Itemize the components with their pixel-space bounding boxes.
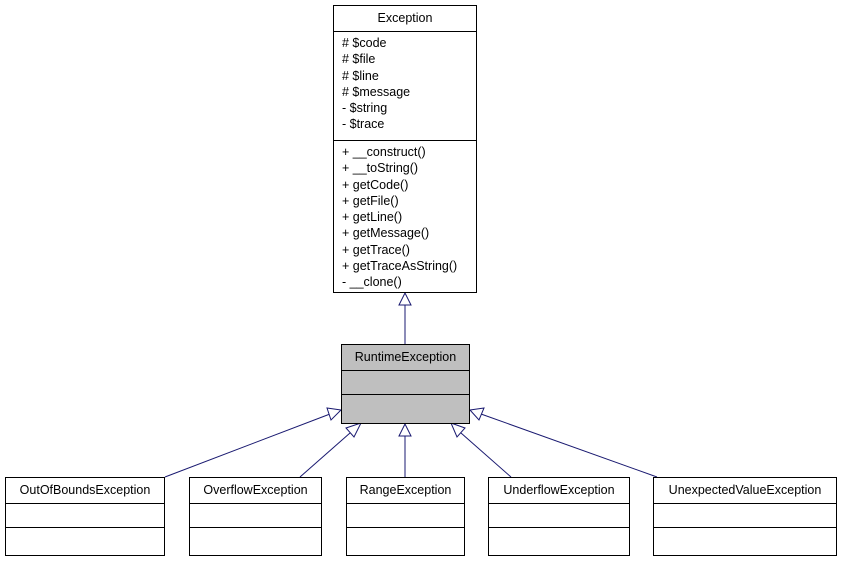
attribute: # $file: [342, 52, 376, 67]
class-runtime-exception[interactable]: RuntimeException: [341, 344, 470, 424]
attribute: # $code: [342, 36, 387, 50]
edge-unexpected-to-runtime: [480, 413, 658, 478]
method: + getCode(): [342, 177, 409, 192]
class-runtime-exception-name: RuntimeException: [342, 345, 469, 371]
attribute: # $message: [342, 84, 411, 99]
method: + getTraceAsString(): [342, 259, 458, 274]
method: + __toString(): [342, 161, 419, 176]
class-attributes: [190, 504, 321, 528]
edge-underflow-to-runtime: [460, 432, 512, 478]
class-attributes: [347, 504, 464, 528]
class-methods: [489, 528, 629, 552]
attribute: # $line: [342, 68, 379, 83]
arrowhead-runtime-1: [326, 407, 343, 421]
class-name: OutOfBoundsException: [6, 478, 164, 504]
class-runtime-exception-methods: [342, 395, 469, 419]
method: - __clone(): [342, 275, 402, 290]
arrowhead-runtime-2: [345, 422, 362, 438]
method: + getTrace(): [342, 242, 410, 257]
arrowhead-exception: [398, 291, 412, 306]
class-exception-name: Exception: [334, 6, 476, 32]
arrowhead-runtime-5: [469, 407, 485, 421]
class-attributes: [654, 504, 836, 528]
class-name: OverflowException: [190, 478, 321, 504]
arrowhead-runtime-4: [450, 422, 466, 438]
class-attributes: [6, 504, 164, 528]
class-runtime-exception-attributes: [342, 371, 469, 395]
class-methods: [654, 528, 836, 552]
attribute: - $trace: [342, 117, 385, 132]
arrowhead-runtime-3: [398, 422, 412, 437]
class-methods: [6, 528, 164, 552]
class-methods: [190, 528, 321, 552]
edge-outofbounds-to-runtime: [164, 413, 331, 478]
class-range-exception[interactable]: RangeException: [346, 477, 465, 556]
class-exception[interactable]: Exception # $code # $file # $line # $mes…: [333, 5, 477, 293]
class-out-of-bounds-exception[interactable]: OutOfBoundsException: [5, 477, 165, 556]
class-overflow-exception[interactable]: OverflowException: [189, 477, 322, 556]
class-unexpected-value-exception[interactable]: UnexpectedValueException: [653, 477, 837, 556]
class-exception-attributes: # $code # $file # $line # $message - $st…: [334, 32, 476, 141]
class-attributes: [489, 504, 629, 528]
method: + __construct(): [342, 145, 426, 159]
class-exception-methods: + __construct() + __toString() + getCode…: [334, 141, 476, 294]
class-name: RangeException: [347, 478, 464, 504]
edge-overflow-to-runtime: [299, 432, 351, 478]
method: + getLine(): [342, 210, 403, 225]
attribute: - $string: [342, 101, 388, 116]
class-name: UnderflowException: [489, 478, 629, 504]
class-name: UnexpectedValueException: [654, 478, 836, 504]
method: + getFile(): [342, 193, 399, 208]
class-methods: [347, 528, 464, 552]
class-underflow-exception[interactable]: UnderflowException: [488, 477, 630, 556]
method: + getMessage(): [342, 226, 430, 241]
